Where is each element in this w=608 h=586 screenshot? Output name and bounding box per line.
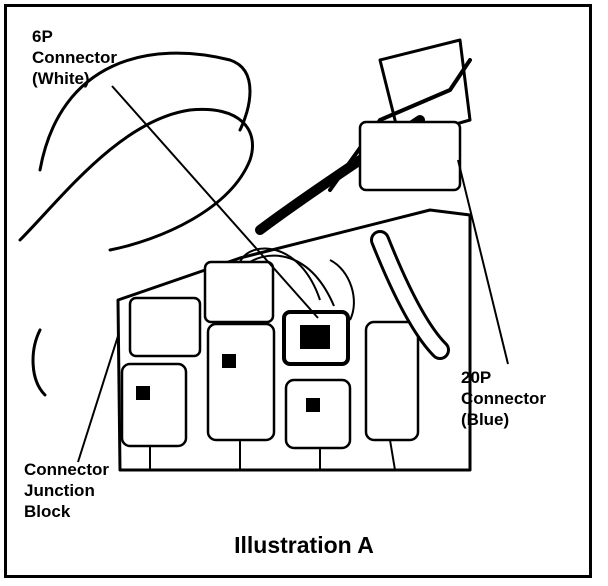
figure-caption: Illustration A bbox=[234, 532, 374, 558]
leader-20p bbox=[457, 159, 509, 365]
steering-column bbox=[18, 107, 254, 252]
dash-outline bbox=[38, 51, 252, 172]
leader-cjb bbox=[77, 335, 119, 463]
connector-top-left bbox=[128, 296, 202, 358]
figure-frame bbox=[4, 4, 592, 578]
leader-6p bbox=[111, 85, 319, 319]
connector-top-mid bbox=[203, 260, 275, 324]
connector-bottom-left bbox=[120, 362, 188, 448]
connector-upper-block bbox=[358, 120, 462, 192]
label-6p-connector: 6P Connector (White) bbox=[32, 27, 117, 88]
connector-bottom-right bbox=[284, 378, 352, 450]
label-20p-connector: 20P Connector (Blue) bbox=[461, 368, 546, 429]
connector-20p-blue bbox=[364, 320, 420, 442]
junction-block-outline bbox=[116, 208, 472, 472]
connector-bottom-mid bbox=[206, 322, 276, 442]
label-junction-block: Connector Junction Block bbox=[24, 460, 109, 521]
